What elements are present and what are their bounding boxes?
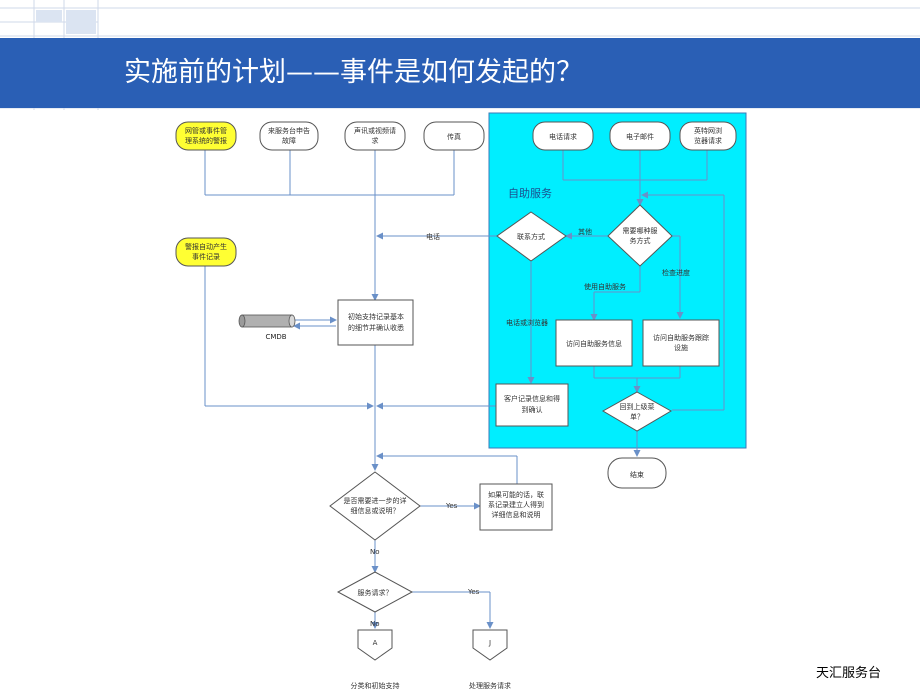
decision-contact-method: 联系方式 [496, 211, 567, 262]
label-handle-service-request: 处理服务请求 [469, 681, 511, 690]
label-check-progress: 检查进度 [662, 268, 690, 277]
label-yes-service: Yes [467, 588, 480, 596]
node-internet-browser-request-line2: 览器请求 [694, 136, 722, 145]
label-phone-or-browser: 电话或浏览器 [506, 318, 548, 327]
process-initial-support-line2: 的细节并确认收悉 [348, 323, 404, 332]
decision-return-line2: 单？ [630, 412, 644, 421]
node-voice-video-request-line1: 声讯或视频请 [354, 126, 396, 135]
label-no-service: No [370, 620, 380, 628]
node-auto-alert-record-line2: 事件记录 [192, 252, 220, 261]
decision-which-service: 需要哪种服 务方式 [607, 204, 673, 267]
process-access-tracking-line1: 访问自助服务跟踪 [653, 333, 709, 342]
connector-j-label: J [488, 639, 491, 647]
node-monitoring-alert-line2: 理系统的警报 [185, 136, 227, 145]
title-banner [0, 38, 920, 108]
decision-service-request: 服务请求？ [336, 571, 414, 613]
node-internet-browser-request-line1: 英特网浏 [694, 126, 722, 135]
node-fax-label: 传真 [447, 132, 461, 141]
process-customer-record-line2: 到确认 [522, 405, 543, 414]
process-create-link-line2: 系记录建立人得到 [488, 500, 544, 509]
label-phone: 电话 [426, 232, 440, 241]
decision-contact-method-label: 联系方式 [517, 232, 545, 241]
process-create-link-record: 如果可能的话，联 系记录建立人得到 详细信息和说明 [479, 483, 553, 531]
node-internet-browser-request: 英特网浏 览器请求 [679, 121, 737, 151]
process-access-tracking-line2: 设施 [674, 343, 688, 352]
cmdb-label: CMDB [265, 333, 286, 341]
connector-a-label: A [373, 639, 378, 647]
node-monitoring-alert: 网管或事件管 理系统的警报 [175, 121, 237, 151]
process-access-self-service-info: 访问自助服务信息 [555, 319, 633, 367]
node-monitoring-alert-line1: 网管或事件管 [185, 126, 227, 135]
label-yes-further: Yes [445, 502, 458, 510]
decision-service-request-label: 服务请求？ [358, 588, 393, 597]
node-service-desk-fault-line2: 故障 [282, 136, 296, 145]
node-fax: 传真 [423, 121, 485, 151]
footer-brand: 天汇服务台 [816, 666, 882, 681]
decision-further-detail-line1: 是否需要进一步的详 [344, 496, 407, 505]
decision-return-line1: 回到上级菜 [620, 402, 655, 411]
node-auto-alert-record: 警报自动产生 事件记录 [175, 237, 237, 267]
process-access-self-service-tracking: 访问自助服务跟踪 设施 [642, 319, 720, 367]
connector-a: A [357, 629, 393, 661]
decision-return-to-menu: 回到上级菜 单？ [601, 391, 673, 432]
process-customer-record-line1: 客户记录信息和得 [504, 394, 560, 403]
connector-j: J [472, 629, 508, 661]
slide-title: 实施前的计划——事件是如何发起的？ [124, 57, 583, 88]
node-auto-alert-record-line1: 警报自动产生 [185, 242, 227, 251]
node-service-desk-fault-line1: 来服务台申告 [268, 126, 310, 135]
decision-further-detail: 是否需要进一步的详 细信息或说明？ [329, 471, 421, 541]
decision-further-detail-line2: 细信息或说明？ [351, 506, 400, 515]
process-create-link-line1: 如果可能的话，联 [488, 490, 544, 499]
process-access-self-service-info-label: 访问自助服务信息 [566, 339, 622, 348]
node-email-label: 电子邮件 [626, 132, 654, 141]
label-classify-initial-support: 分类和初始支持 [351, 681, 400, 690]
self-service-label: 自助服务 [508, 186, 552, 200]
process-initial-support-line1: 初始支持记录基本 [348, 312, 404, 321]
decision-which-service-line1: 需要哪种服 [623, 226, 658, 235]
process-customer-record: 客户记录信息和得 到确认 [495, 383, 569, 427]
process-initial-support: 初始支持记录基本 的细节并确认收悉 [337, 299, 414, 346]
label-no-further: No [370, 548, 380, 556]
node-voice-video-request: 声讯或视频请 求 [344, 121, 406, 151]
node-voice-video-request-line2: 求 [372, 136, 379, 145]
process-create-link-line3: 详细信息和说明 [492, 510, 541, 519]
terminator-end: 结束 [607, 457, 667, 489]
decision-which-service-line2: 务方式 [630, 236, 651, 245]
terminator-end-label: 结束 [630, 470, 644, 479]
header-grid-pattern [0, 0, 920, 110]
label-other: 其他 [578, 227, 592, 236]
node-service-desk-fault: 来服务台申告 故障 [259, 121, 319, 151]
label-use-self-service: 使用自助服务 [584, 282, 626, 291]
node-phone-request: 电话请求 [532, 121, 594, 151]
cmdb-database-icon: CMDB [238, 314, 296, 341]
node-phone-request-label: 电话请求 [549, 132, 577, 141]
node-email: 电子邮件 [609, 121, 671, 151]
